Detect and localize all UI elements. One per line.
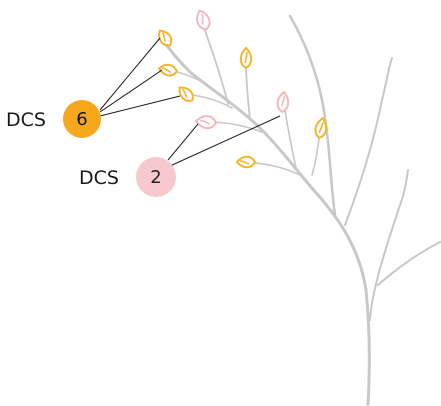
callout-number: 6 bbox=[76, 109, 87, 130]
leaf-yellow bbox=[178, 86, 194, 102]
leaf-yellow bbox=[314, 116, 328, 139]
tree-branches bbox=[158, 14, 441, 406]
right-branch-lower bbox=[369, 169, 409, 321]
callout-badge bbox=[136, 157, 176, 197]
leaf-yellow bbox=[157, 63, 178, 77]
callout-number: 2 bbox=[150, 167, 161, 188]
leaves bbox=[157, 9, 328, 169]
upper-branch bbox=[288, 14, 337, 217]
leaf-yellow bbox=[235, 155, 257, 169]
leaf-pink bbox=[196, 9, 211, 31]
leader-line-dcs6 bbox=[99, 95, 181, 117]
leader-line-dcs2 bbox=[169, 115, 281, 167]
trunk bbox=[158, 34, 371, 406]
leaf-yellow bbox=[239, 46, 253, 70]
branch-to-pink-top bbox=[203, 27, 229, 105]
right-branch-upper bbox=[344, 57, 393, 226]
leader-line-dcs6 bbox=[99, 37, 161, 111]
leader-line-dcs2 bbox=[167, 123, 199, 161]
callout-dcs-2: DCS 2 bbox=[79, 157, 176, 197]
leaf-pink bbox=[194, 115, 218, 130]
callout-prefix: DCS bbox=[6, 109, 46, 131]
callout-prefix: DCS bbox=[79, 167, 119, 189]
leader-lines bbox=[99, 37, 281, 167]
right-twig bbox=[377, 241, 441, 286]
callout-dcs-6: DCS 6 bbox=[6, 100, 101, 138]
branch-to-leaf-62 bbox=[245, 61, 251, 121]
callout-badge bbox=[63, 100, 101, 138]
leaf-pink bbox=[276, 90, 290, 114]
leaf-yellow bbox=[158, 29, 173, 47]
leader-line-dcs6 bbox=[99, 69, 163, 113]
